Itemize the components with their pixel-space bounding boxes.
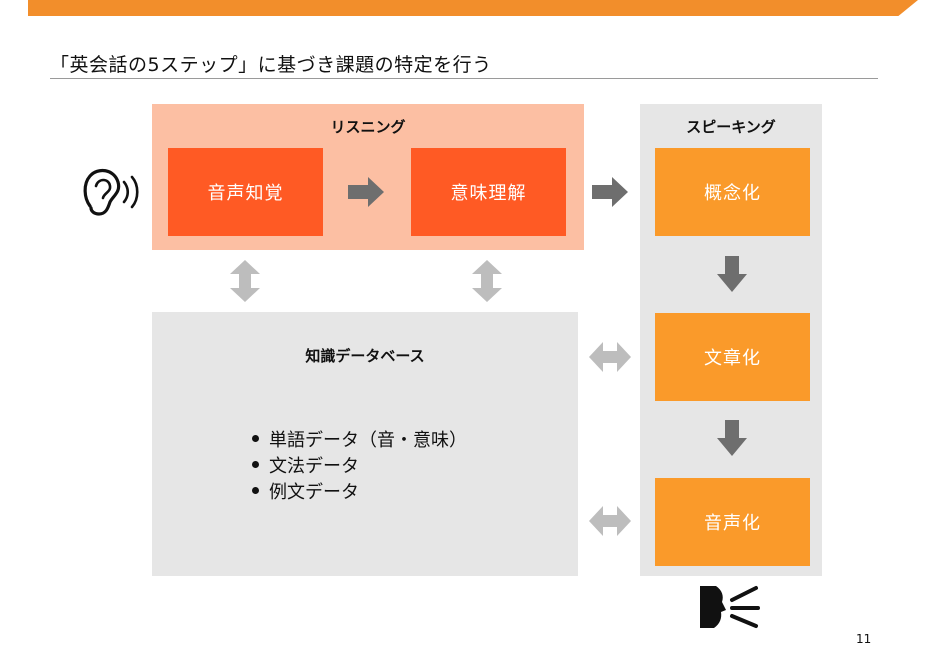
speaking-label: スピーキング	[686, 118, 776, 136]
arrow-down-icon	[717, 420, 747, 456]
slide-title: 「英会話の5ステップ」に基づき課題の特定を行う	[50, 54, 492, 76]
step-box-articulation: 音声化	[655, 478, 810, 566]
step-box-formulation: 文章化	[655, 313, 810, 401]
arrow-right-icon	[348, 177, 384, 207]
page-number: 11	[856, 632, 872, 646]
step-box-comprehension: 意味理解	[411, 148, 566, 236]
double-arrow-vertical-icon	[230, 260, 260, 302]
bullet-icon	[252, 434, 259, 442]
knowledge-database-panel	[152, 312, 578, 576]
arrow-right-icon	[592, 177, 628, 207]
header-accent-bar	[28, 0, 918, 16]
knowledge-database-label: 知識データベース	[305, 347, 425, 365]
double-arrow-horizontal-icon	[589, 506, 631, 536]
ear-icon	[83, 168, 139, 216]
bullet-icon	[252, 486, 259, 494]
step-box-conceptualization: 概念化	[655, 148, 810, 236]
speaking-face-icon	[700, 586, 760, 628]
title-divider	[50, 78, 878, 79]
list-item: 例文データ	[252, 480, 467, 506]
knowledge-database-list: 単語データ（音・意味） 文法データ 例文データ	[252, 428, 467, 506]
listening-label: リスニング	[330, 118, 406, 136]
double-arrow-vertical-icon	[472, 260, 502, 302]
bullet-icon	[252, 460, 259, 468]
list-item: 単語データ（音・意味）	[252, 428, 467, 454]
list-item: 文法データ	[252, 454, 467, 480]
step-box-perception: 音声知覚	[168, 148, 323, 236]
arrow-down-icon	[717, 256, 747, 292]
double-arrow-horizontal-icon	[589, 342, 631, 372]
